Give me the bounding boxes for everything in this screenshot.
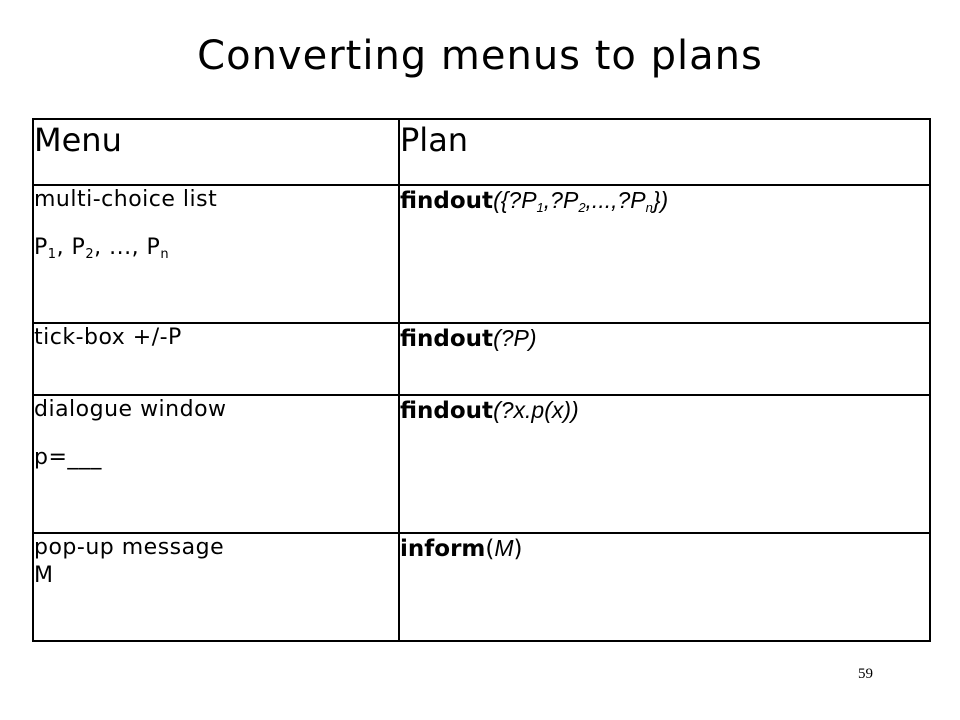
- menu-cell: multi-choice list P1, P2, ..., Pn: [32, 184, 400, 324]
- plan-cell: inform(M): [398, 532, 931, 642]
- plan-verb: findout: [400, 326, 494, 352]
- table-row: pop-up message M inform(M): [32, 532, 931, 642]
- column-header-plan: Plan: [398, 118, 931, 186]
- plan-cell: findout(?x.p(x)): [398, 394, 931, 534]
- column-header-menu: Menu: [32, 118, 400, 186]
- slide-title: Converting menus to plans: [197, 33, 763, 79]
- plan-verb: findout: [400, 188, 494, 214]
- menu-text: M: [34, 563, 54, 588]
- menu-text: dialogue window: [34, 397, 227, 422]
- plan-verb: inform: [400, 536, 486, 562]
- table-row: dialogue window p=___ findout(?x.p(x)): [32, 394, 931, 534]
- table-row: tick-box +/-P findout(?P): [32, 322, 931, 396]
- menu-cell: dialogue window p=___: [32, 394, 400, 534]
- menu-text: tick-box +/-P: [34, 325, 182, 350]
- plan-cell: findout({?P1,?P2,...,?Pn}): [398, 184, 931, 324]
- menu-plan-table: Menu Plan multi-choice list P1, P2, ...,…: [32, 118, 931, 642]
- menu-cell: pop-up message M: [32, 532, 400, 642]
- plan-verb: findout: [400, 398, 494, 424]
- table-row: multi-choice list P1, P2, ..., Pn findou…: [32, 184, 931, 324]
- plan-cell: findout(?P): [398, 322, 931, 396]
- menu-cell: tick-box +/-P: [32, 322, 400, 396]
- menu-text: multi-choice list: [34, 187, 218, 212]
- menu-text: pop-up message: [34, 535, 225, 560]
- table-header-row: Menu Plan: [32, 118, 931, 186]
- menu-text: P1, P2, ..., Pn: [34, 235, 170, 262]
- menu-text: p=___: [34, 445, 102, 470]
- page-number: 59: [858, 666, 873, 682]
